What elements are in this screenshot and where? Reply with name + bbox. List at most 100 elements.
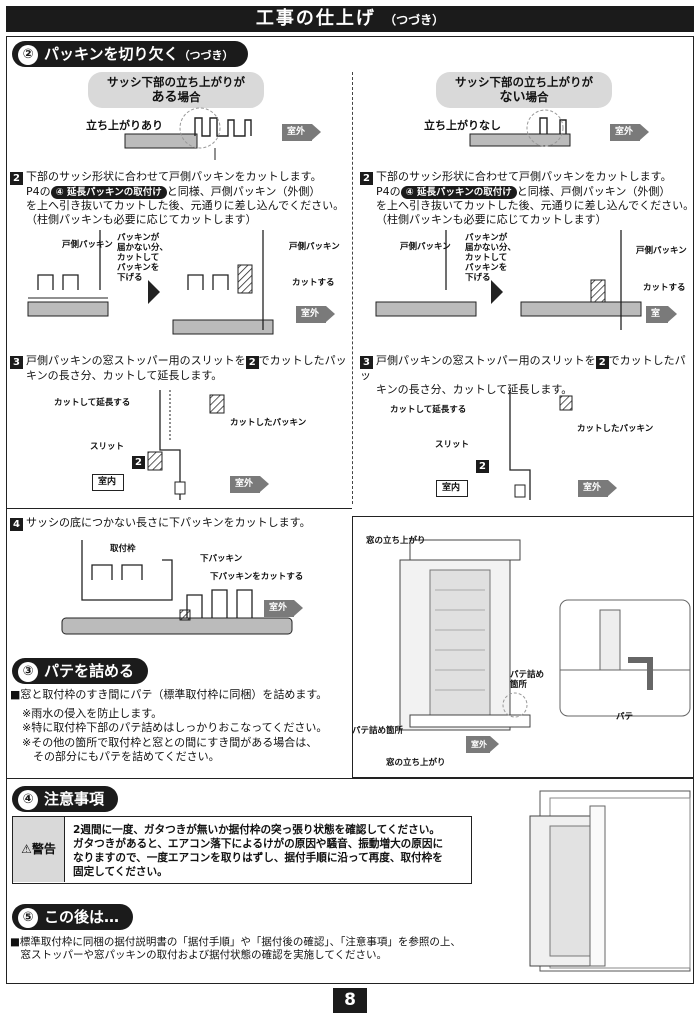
reference-pill: ④ 延長パッキンの取付け — [400, 186, 517, 199]
section-3-body: ■窓と取付枠のすき間にパテ（標準取付枠に同梱）を詰めます。 ※雨水の侵入を防止し… — [10, 688, 350, 765]
step-text: 戸側パッキンの窓ストッパー用のスリットを — [376, 354, 596, 367]
step-text: P4の — [26, 185, 51, 198]
rise-label-right: 立ち上がりなし — [424, 119, 501, 132]
step-number: 3 — [360, 356, 373, 369]
step-text: 下部のサッシ形状に合わせて戸側パッキンをカットします。 — [26, 170, 322, 183]
window-ac-illustration — [399, 539, 531, 731]
slit-label: スリット — [90, 442, 125, 452]
outdoor-arrow: 室外 — [646, 306, 677, 336]
step-text: 下部のサッシ形状に合わせて戸側パッキンをカットします。 — [376, 170, 672, 183]
step-text: でカットしたパッ — [360, 354, 686, 382]
case-bubble-left: サッシ下部の立ち上がりがある場合 — [88, 72, 264, 108]
reference-pill: ④ 延長パッキンの取付け — [50, 186, 167, 199]
toside-packing-label: 戸側パッキン — [62, 240, 113, 250]
lower-packing-cut-label: 下パッキンをカットする — [210, 572, 304, 582]
case-line1: サッシ下部の立ち上がりが — [107, 75, 245, 89]
sash-rise-diagram-right — [469, 109, 571, 147]
section-4-heading: ④ 注意事項 — [12, 786, 119, 812]
toside-packing-label-2: 戸側パッキン — [289, 242, 340, 252]
warning-line: ガタつきがあると、エアコン落下によるけがの原因や騒音、振動増大の原因に — [73, 838, 444, 850]
section-number: ② — [18, 45, 38, 65]
step-text: 戸側パッキンの窓ストッパー用のスリットを — [26, 354, 246, 367]
section-3-note: ※その他の箇所で取付枠と窓との間にすき間がある場合は、 — [22, 735, 318, 749]
section-3-note: ※雨水の侵入を防止します。 — [22, 706, 163, 720]
section-3-main: ■窓と取付枠のすき間にパテ（標準取付枠に同梱）を詰めます。 — [10, 688, 328, 701]
step-text: を上へ引き抜いてカットした後、元通りに差し込んでください。 — [376, 199, 695, 212]
step-text: （柱側パッキンも必要に応じてカットします） — [376, 213, 607, 226]
lower-packing-diagram — [61, 540, 293, 635]
packing-cut-diagram-left — [27, 230, 274, 335]
column-divider — [352, 72, 353, 504]
toside-packing-label-2: 戸側パッキン — [636, 246, 687, 256]
page-title-bar: 工事の仕上げ （つづき） — [6, 6, 694, 32]
step-text: サッシの底につかない長さに下パッキンをカットします。 — [26, 516, 311, 529]
slit-diagram-right — [509, 390, 573, 500]
case-rest: 場合 — [525, 90, 549, 104]
outdoor-arrow: 室外 — [282, 124, 321, 141]
step-number: 2 — [10, 172, 23, 185]
divider — [6, 508, 352, 509]
putty-spot-label: パテ詰め箇所 — [352, 726, 404, 736]
case-line1: サッシ下部の立ち上がりが — [455, 75, 593, 89]
case-rest: 場合 — [177, 90, 201, 104]
slit-diagram-left — [147, 390, 225, 500]
rise-label-left: 立ち上がりあり — [86, 119, 163, 132]
step-text: と同様、戸側パッキン（外側） — [516, 185, 671, 198]
warning-line: 固定してください。 — [73, 866, 168, 878]
warning-label: 警告 — [31, 842, 56, 856]
cut-label: カットする — [292, 278, 335, 288]
cut-packing-label: カットしたパッキン — [577, 424, 654, 434]
step-ref-badge: 2 — [476, 460, 489, 473]
packing-cut-diagram-right — [375, 230, 642, 330]
outdoor-arrow: 室外 — [578, 480, 617, 497]
step-number: 4 — [10, 518, 23, 531]
page-title-sub: （つづき） — [384, 13, 445, 27]
section-number: ④ — [18, 790, 38, 810]
section-5-line: ■標準取付枠に同梱の据付説明書の「据付手順」や「据付後の確認」、「注意事項」を参… — [10, 936, 461, 948]
divider — [6, 778, 694, 779]
section-3-note: その部分にもパテを詰めてください。 — [22, 750, 220, 763]
indoor-arrow: 室内 — [92, 474, 124, 491]
step-text: （柱側パッキンも必要に応じてカットします） — [26, 213, 257, 226]
outdoor-arrow: 室外 — [264, 600, 303, 617]
step-text: でカットしたパッ — [258, 354, 347, 367]
outdoor-arrow: 室外 — [230, 476, 269, 493]
section-5-line: 窓ストッパーや窓パッキンの取付および据付状態の確認を実施してください。 — [10, 949, 388, 961]
step-ref: 2 — [245, 356, 259, 369]
cut-label: カットする — [643, 283, 686, 293]
section-5-heading: ⑤ この後は… — [12, 904, 134, 930]
warning-line: 2週間に一度、ガタつきが無いか据付枠の突っ張り状態を確認してください。 — [73, 824, 440, 836]
putty-spot-label-2: パテ詰め 箇所 — [510, 670, 545, 690]
page-title: 工事の仕上げ — [255, 8, 376, 29]
installed-ac-illustration — [529, 790, 691, 972]
section-number: ⑤ — [18, 908, 38, 928]
section-5-body: ■標準取付枠に同梱の据付説明書の「据付手順」や「据付後の確認」、「注意事項」を参… — [10, 936, 520, 962]
step-ref-badge: 2 — [132, 456, 145, 469]
slit-label: スリット — [435, 440, 470, 450]
outdoor-arrow: 室外 — [296, 306, 335, 323]
putty-label: パテ — [616, 712, 634, 722]
install-illustration-box — [352, 516, 694, 778]
packing-note-label: パッキンが 届かない分、 カットして パッキンを 下げる — [117, 233, 169, 283]
warning-header: ⚠警告 — [13, 817, 65, 882]
lower-packing-label: 下パッキン — [200, 554, 243, 564]
step-number: 3 — [10, 356, 23, 369]
warning-icon: ⚠ — [21, 842, 32, 856]
page-number: 8 — [333, 988, 367, 1013]
step-ref: 2 — [595, 356, 609, 369]
toside-packing-label: 戸側パッキン — [400, 242, 451, 252]
section-title: 注意事項 — [44, 790, 105, 808]
warning-line: なりますので、一度エアコンを取りはずし、据付手順に沿って再度、取付枠を — [73, 852, 443, 864]
warning-box: ⚠警告 2週間に一度、ガタつきが無いか据付枠の突っ張り状態を確認してください。 … — [12, 816, 472, 884]
window-rise-bottom-label: 窓の立ち上がり — [386, 758, 446, 768]
step-number: 2 — [360, 172, 373, 185]
outdoor-arrow: 室外 — [466, 736, 499, 753]
section-title: この後は… — [44, 908, 120, 926]
